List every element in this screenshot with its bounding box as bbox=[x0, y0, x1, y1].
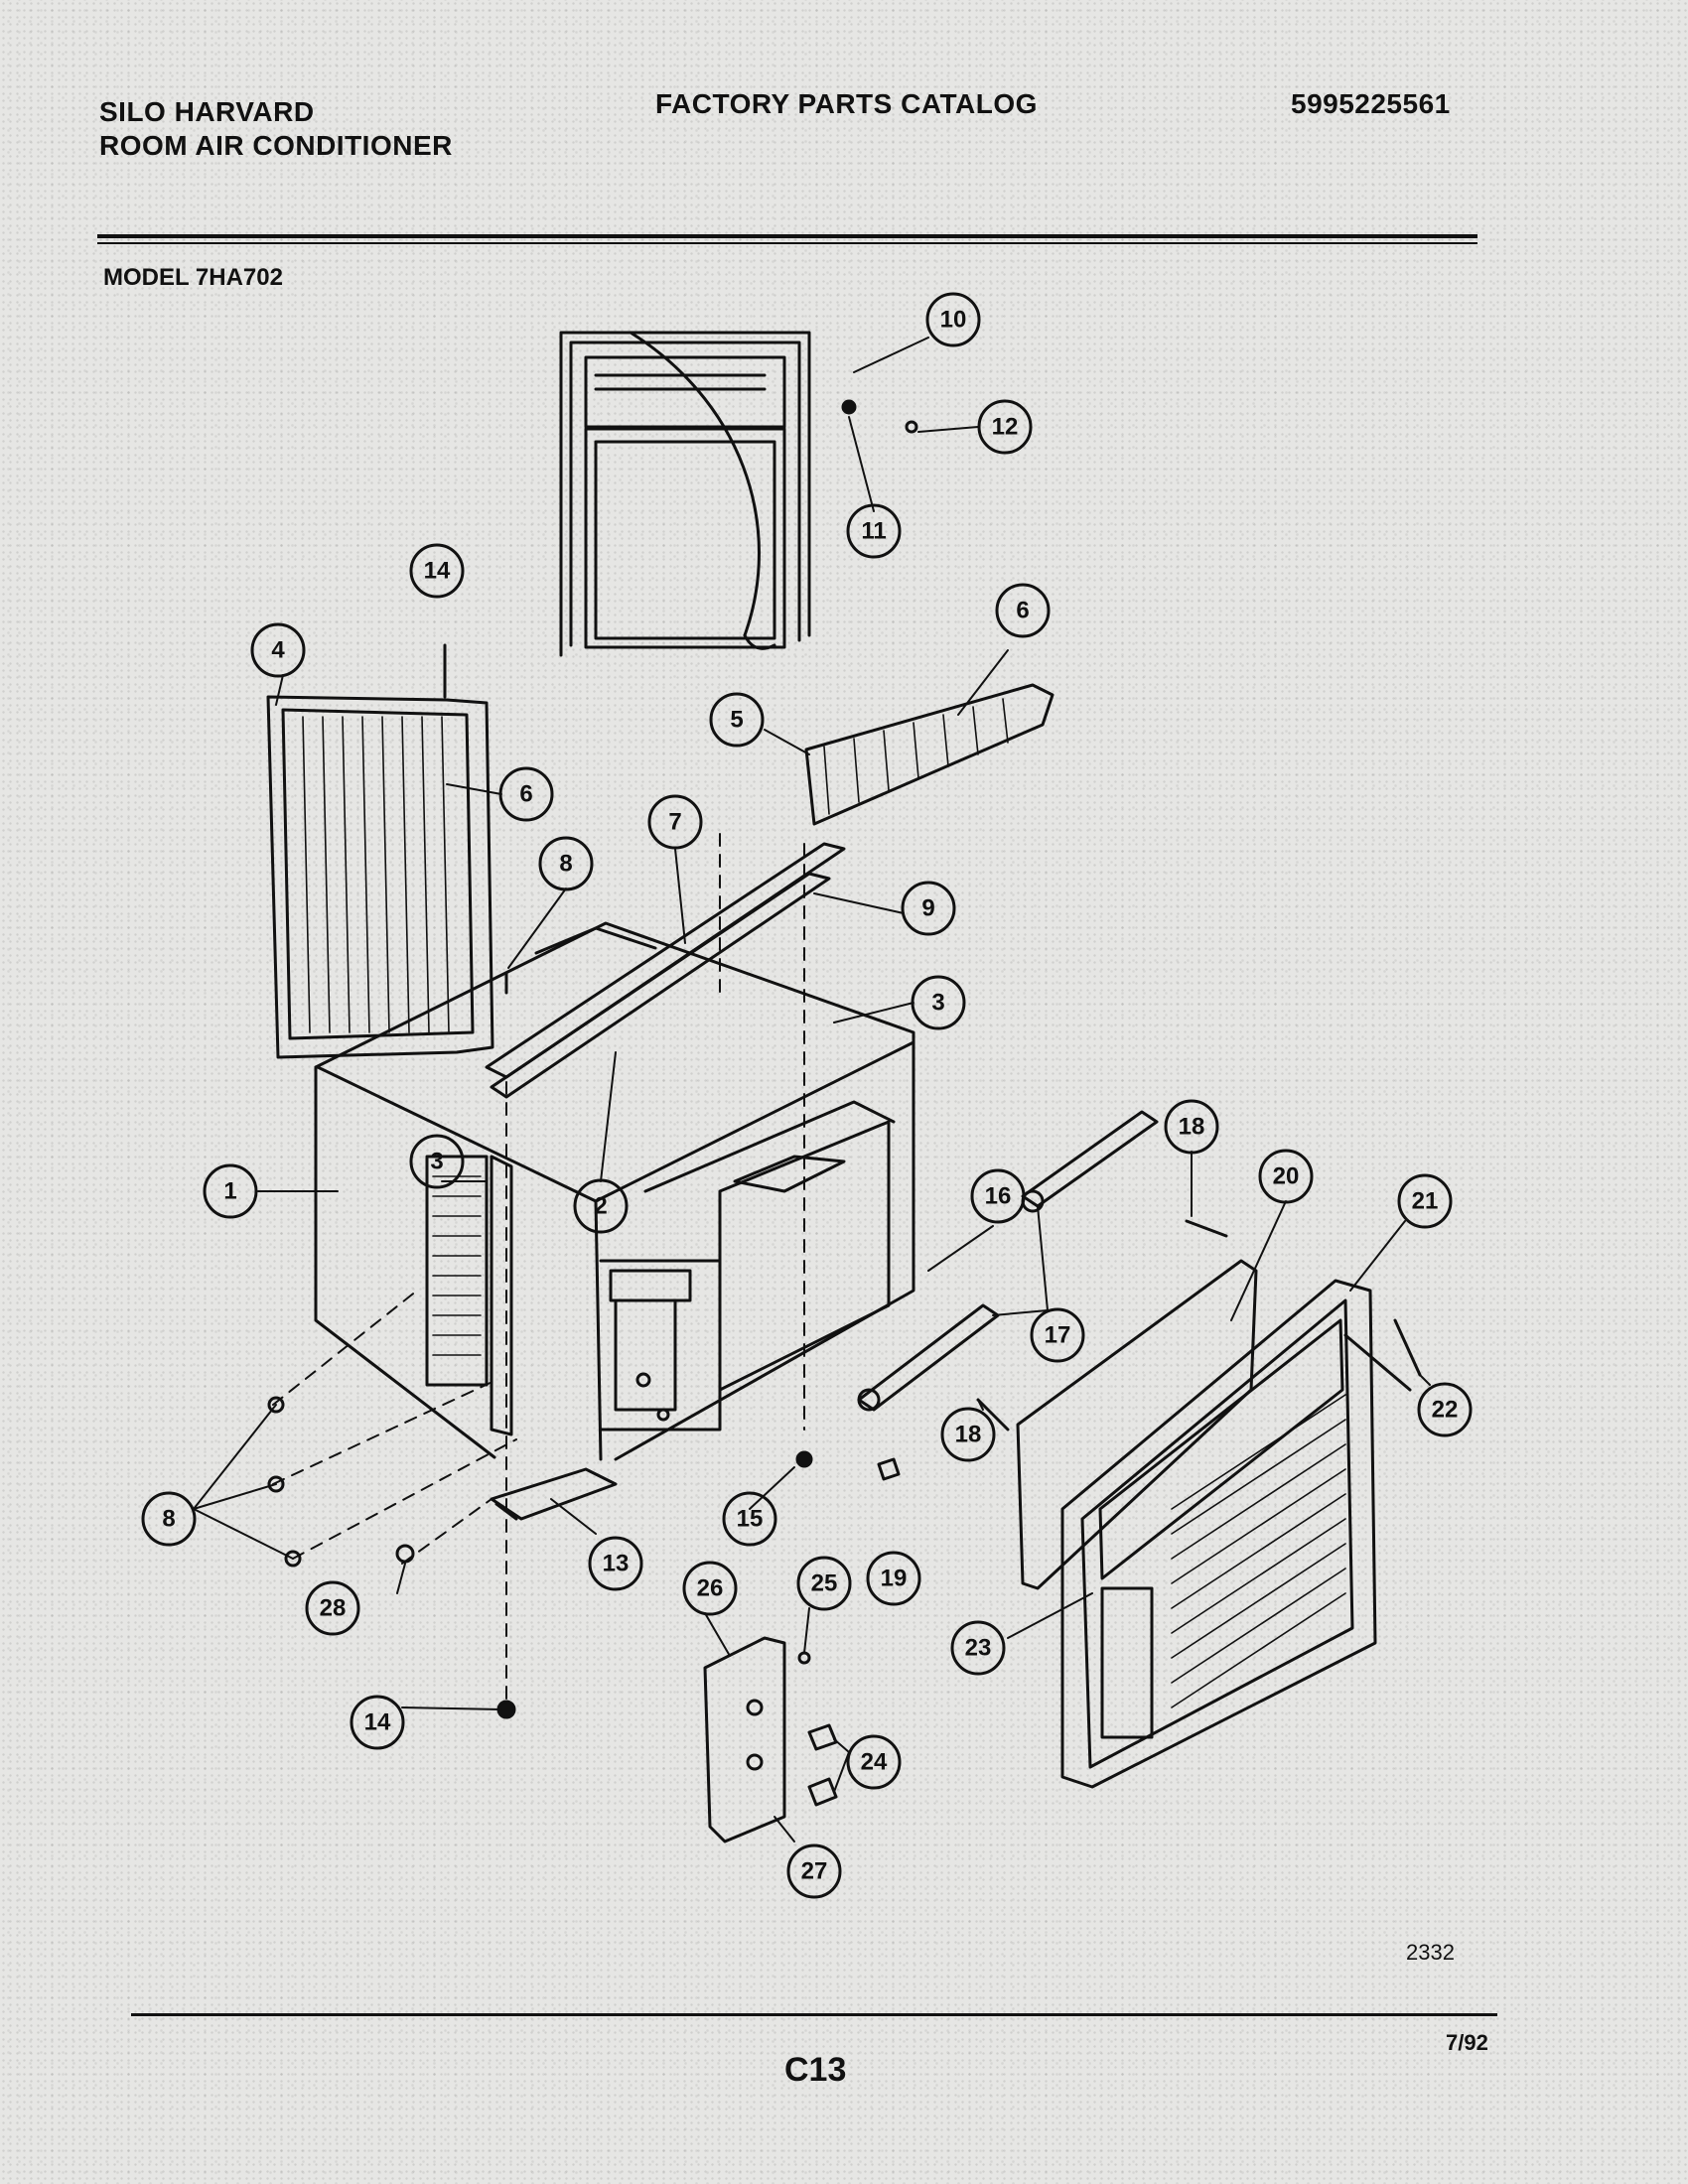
clip-19 bbox=[877, 1457, 901, 1481]
svg-text:23: 23 bbox=[965, 1635, 992, 1662]
svg-text:8: 8 bbox=[559, 851, 572, 878]
catalog-number: 5995225561 bbox=[1291, 88, 1451, 119]
diagram-code: 2332 bbox=[1406, 1940, 1455, 1965]
svg-text:1: 1 bbox=[223, 1178, 236, 1205]
filter-panel bbox=[266, 683, 494, 1059]
svg-text:10: 10 bbox=[940, 307, 967, 334]
svg-text:14: 14 bbox=[424, 558, 451, 585]
callout-6a: 6 bbox=[995, 583, 1051, 638]
svg-text:7: 7 bbox=[668, 809, 681, 836]
callout-8b: 8 bbox=[141, 1491, 197, 1547]
callout-15: 15 bbox=[722, 1491, 777, 1547]
svg-text:12: 12 bbox=[992, 414, 1019, 441]
catalog-title: FACTORY PARTS CATALOG bbox=[655, 88, 1038, 119]
callout-10: 10 bbox=[925, 292, 981, 347]
callout-24: 24 bbox=[846, 1734, 902, 1790]
inset-front-panel-detail bbox=[559, 331, 918, 657]
svg-text:2: 2 bbox=[594, 1193, 607, 1220]
front-grille-panel bbox=[1060, 1279, 1412, 1789]
screw-15 bbox=[795, 1450, 813, 1468]
header-rule-thin bbox=[97, 242, 1477, 244]
louver-assembly-top bbox=[804, 683, 1055, 826]
callout-3a: 3 bbox=[911, 975, 966, 1030]
callout-3b: 3 bbox=[409, 1134, 465, 1189]
clip-18b bbox=[976, 1398, 1010, 1432]
clip-18a bbox=[1185, 1219, 1228, 1238]
svg-text:24: 24 bbox=[861, 1749, 888, 1776]
callout-22: 22 bbox=[1417, 1382, 1473, 1437]
callout-27: 27 bbox=[786, 1843, 842, 1899]
callout-12: 12 bbox=[977, 399, 1033, 455]
callout-26: 26 bbox=[682, 1561, 738, 1616]
page-code: C13 bbox=[784, 2051, 847, 2089]
svg-text:14: 14 bbox=[364, 1709, 391, 1736]
footer-rule bbox=[131, 2013, 1497, 2016]
svg-text:26: 26 bbox=[697, 1575, 724, 1602]
callout-18a: 18 bbox=[1164, 1099, 1219, 1155]
control-knobs bbox=[807, 1723, 838, 1807]
svg-text:20: 20 bbox=[1273, 1163, 1300, 1190]
svg-text:13: 13 bbox=[603, 1551, 630, 1577]
callout-4: 4 bbox=[250, 622, 306, 678]
revision-date: 7/92 bbox=[1446, 2030, 1488, 2055]
svg-text:3: 3 bbox=[931, 990, 944, 1017]
screw-22 bbox=[1393, 1318, 1422, 1377]
svg-text:18: 18 bbox=[1179, 1114, 1205, 1141]
svg-text:15: 15 bbox=[737, 1506, 764, 1533]
callout-16: 16 bbox=[970, 1168, 1026, 1224]
svg-text:19: 19 bbox=[881, 1566, 908, 1592]
svg-text:22: 22 bbox=[1432, 1397, 1459, 1424]
callout-14b: 14 bbox=[350, 1695, 405, 1750]
model-number: MODEL 7HA702 bbox=[103, 264, 283, 291]
screws-left bbox=[267, 1396, 415, 1568]
callout-6b: 6 bbox=[498, 766, 554, 822]
chassis-interior bbox=[599, 1100, 896, 1432]
callout-21: 21 bbox=[1397, 1173, 1453, 1229]
callout-5: 5 bbox=[709, 692, 765, 748]
callout-28: 28 bbox=[305, 1580, 360, 1636]
svg-text:6: 6 bbox=[519, 781, 532, 808]
callout-8a: 8 bbox=[538, 836, 594, 891]
top-panel-strip bbox=[485, 842, 846, 1099]
callout-25: 25 bbox=[796, 1556, 852, 1611]
svg-text:4: 4 bbox=[271, 637, 285, 664]
callout-1: 1 bbox=[203, 1163, 258, 1219]
callout-19: 19 bbox=[866, 1551, 921, 1606]
svg-text:28: 28 bbox=[320, 1595, 347, 1622]
callout-9: 9 bbox=[901, 881, 956, 936]
callout-17: 17 bbox=[1030, 1307, 1085, 1363]
svg-text:27: 27 bbox=[801, 1858, 828, 1885]
svg-text:11: 11 bbox=[861, 518, 886, 545]
svg-text:16: 16 bbox=[985, 1183, 1012, 1210]
callout-7: 7 bbox=[647, 794, 703, 850]
brand-header: SILO HARVARD ROOM AIR CONDITIONER bbox=[99, 95, 453, 163]
filter-pad bbox=[1016, 1259, 1258, 1590]
svg-text:3: 3 bbox=[430, 1149, 443, 1175]
svg-text:5: 5 bbox=[730, 707, 743, 734]
cabinet-1 bbox=[314, 921, 915, 1461]
svg-text:8: 8 bbox=[162, 1506, 175, 1533]
callout-13: 13 bbox=[588, 1536, 643, 1591]
header-rule-thick bbox=[97, 234, 1477, 238]
base-pan bbox=[490, 1467, 618, 1521]
svg-text:25: 25 bbox=[811, 1570, 838, 1597]
svg-text:9: 9 bbox=[921, 895, 934, 922]
callout-18b: 18 bbox=[940, 1407, 996, 1462]
louver-brackets bbox=[857, 1110, 1159, 1412]
callout-2: 2 bbox=[573, 1178, 629, 1234]
svg-text:18: 18 bbox=[955, 1422, 982, 1448]
svg-text:17: 17 bbox=[1045, 1322, 1071, 1349]
callout-23: 23 bbox=[950, 1620, 1006, 1676]
callout-11: 11 bbox=[846, 503, 902, 559]
brand-line-2: ROOM AIR CONDITIONER bbox=[99, 130, 453, 161]
brand-line-1: SILO HARVARD bbox=[99, 96, 315, 127]
control-panel bbox=[703, 1636, 811, 1843]
svg-text:6: 6 bbox=[1016, 598, 1029, 624]
callout-14a: 14 bbox=[409, 543, 465, 599]
svg-text:21: 21 bbox=[1412, 1188, 1439, 1215]
callout-20: 20 bbox=[1258, 1149, 1314, 1204]
